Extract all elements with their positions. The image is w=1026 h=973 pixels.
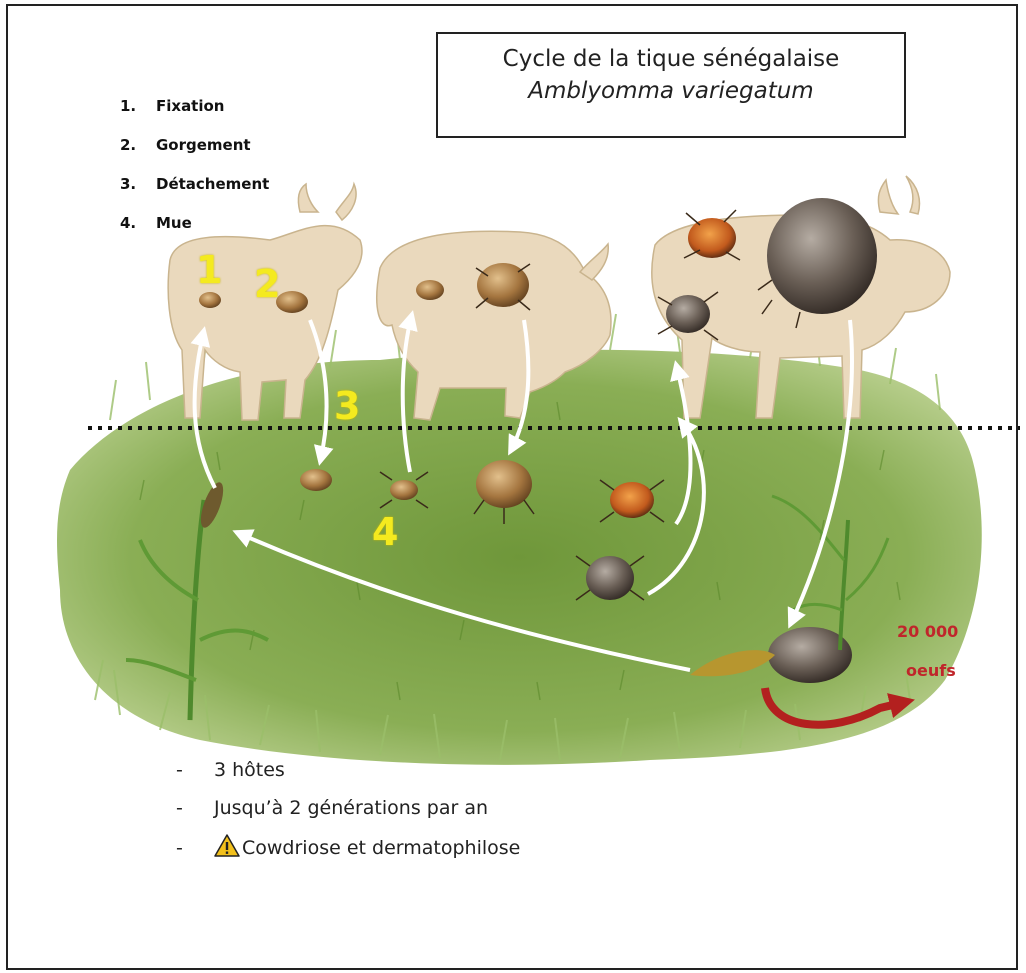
egg-count: 20 000	[897, 622, 958, 641]
note-item: -Jusqu’à 2 générations par an	[176, 796, 520, 834]
step-item: 1.Fixation	[120, 96, 269, 135]
marker-2: 2	[254, 262, 280, 306]
marker-3: 3	[334, 384, 360, 428]
note-item: -Cowdriose et dermatophilose	[176, 834, 520, 872]
warning-icon	[214, 834, 240, 863]
notes-list: -3 hôtes -Jusqu’à 2 générations par an -…	[176, 758, 520, 872]
step-item: 2.Gorgement	[120, 135, 269, 174]
marker-4: 4	[372, 510, 398, 554]
title-box: Cycle de la tique sénégalaise Amblyomma …	[436, 32, 906, 138]
note-item: -3 hôtes	[176, 758, 520, 796]
diagram-title: Cycle de la tique sénégalaise	[438, 46, 904, 72]
species-name: Amblyomma variegatum	[438, 78, 904, 104]
egg-label: oeufs	[906, 661, 956, 680]
step-item: 3.Détachement	[120, 174, 269, 213]
step-item: 4.Mue	[120, 213, 269, 252]
marker-1: 1	[196, 248, 222, 292]
steps-legend: 1.Fixation 2.Gorgement 3.Détachement 4.M…	[120, 96, 269, 252]
